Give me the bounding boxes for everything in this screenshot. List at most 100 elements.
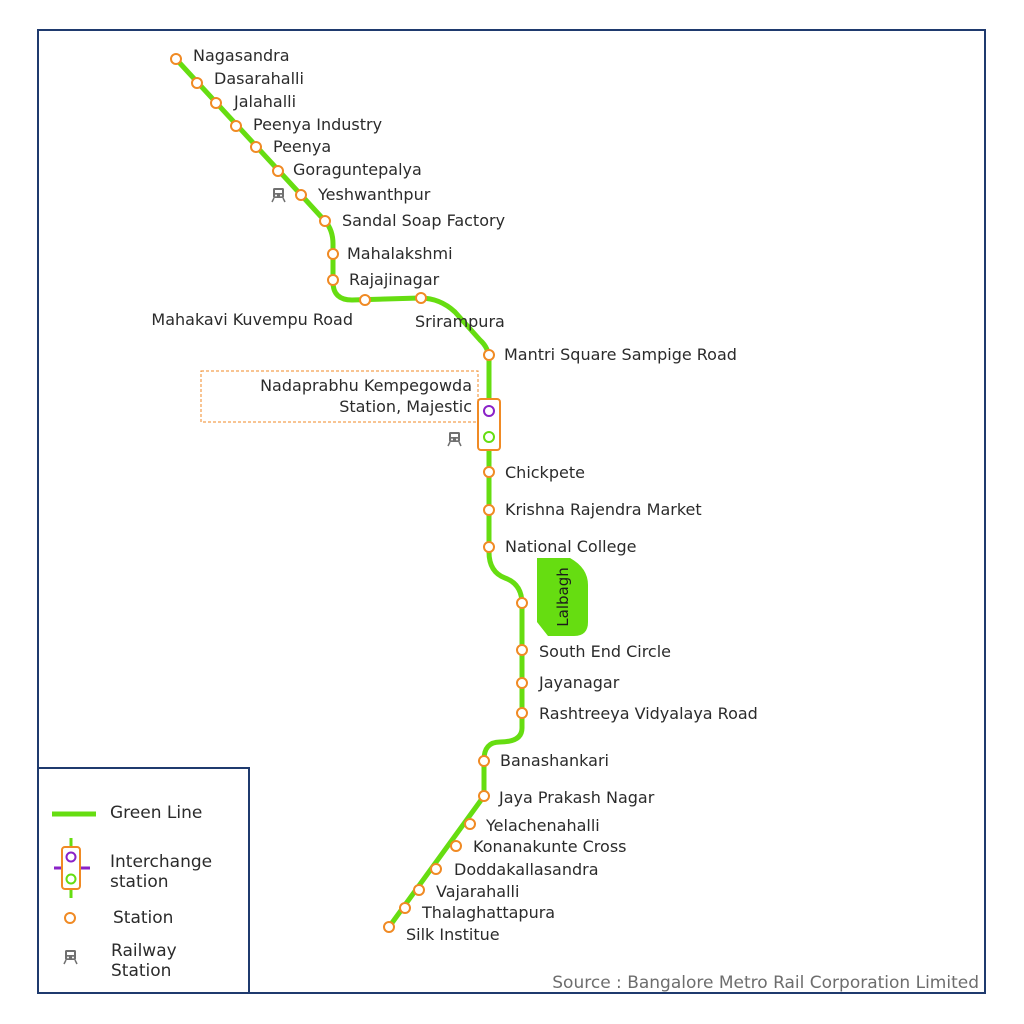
legend-item-railway: Railway Station xyxy=(63,941,177,981)
railway-station-icon xyxy=(63,950,78,965)
station-label: Dasarahalli xyxy=(214,69,304,88)
legend-item-interchange: Interchange station xyxy=(54,838,212,898)
legend-label: Green Line xyxy=(110,803,202,823)
station-marker xyxy=(272,165,284,177)
station-marker xyxy=(295,189,307,201)
station-label: Nagasandra xyxy=(193,46,290,65)
interchange-swatch-purple xyxy=(65,851,77,863)
station-label: Yelachenahalli xyxy=(485,816,600,835)
station-label: Rashtreeya Vidyalaya Road xyxy=(539,704,758,723)
legend: Green Line Interchange station Station R… xyxy=(37,767,250,994)
station-peenya: Peenya xyxy=(250,137,331,156)
legend-item-green-line: Green Line xyxy=(52,803,202,823)
legend-label-line2: Station xyxy=(111,961,171,981)
station-jalahalli: Jalahalli xyxy=(210,92,296,111)
station-doddakallasandra: Doddakallasandra xyxy=(430,860,599,879)
station-label: Thalaghattapura xyxy=(421,903,555,922)
station-thalaghattapura: Thalaghattapura xyxy=(399,902,555,922)
station-marker xyxy=(516,644,528,656)
station-kr-market: Krishna Rajendra Market xyxy=(483,500,702,519)
station-label: Silk Institue xyxy=(406,925,500,944)
station-rv-road: Rashtreeya Vidyalaya Road xyxy=(516,704,758,723)
station-label: Krishna Rajendra Market xyxy=(505,500,702,519)
station-marker xyxy=(399,902,411,914)
station-marker xyxy=(478,755,490,767)
station-label: Jaya Prakash Nagar xyxy=(498,788,655,807)
station-dasarahalli: Dasarahalli xyxy=(191,69,304,89)
map-frame xyxy=(37,29,986,994)
station-chickpete: Chickpete xyxy=(483,463,585,482)
station-marker xyxy=(516,677,528,689)
station-marker xyxy=(430,863,442,875)
station-label-line2: Station, Majestic xyxy=(339,397,472,416)
station-marker xyxy=(250,141,262,153)
station-mahakavi-kuvempu-road: Mahakavi Kuvempu Road xyxy=(151,294,371,329)
station-marker xyxy=(478,790,490,802)
interchange-green-marker xyxy=(483,431,495,443)
station-sandal-soap-factory: Sandal Soap Factory xyxy=(319,211,505,230)
station-yeshwanthpur: Yeshwanthpur xyxy=(271,185,431,204)
station-label: South End Circle xyxy=(539,642,671,661)
station-label: Peenya xyxy=(273,137,331,156)
station-label: Konanakunte Cross xyxy=(473,837,627,856)
station-marker xyxy=(327,274,339,286)
station-label: Jayanagar xyxy=(538,673,620,692)
station-label: Yeshwanthpur xyxy=(317,185,431,204)
station-label: Sandal Soap Factory xyxy=(342,211,505,230)
station-label: Srirampura xyxy=(415,312,505,331)
station-marker xyxy=(415,292,427,304)
station-marker xyxy=(516,597,528,609)
station-lalbagh xyxy=(516,597,528,609)
park-label-lalbagh: Lalbagh xyxy=(554,567,572,626)
station-marker xyxy=(210,97,222,109)
station-marker xyxy=(191,77,203,89)
station-marker xyxy=(483,466,495,478)
station-marker xyxy=(483,349,495,361)
station-konanakunte-cross: Konanakunte Cross xyxy=(450,837,627,856)
interchange-purple-marker xyxy=(483,405,495,417)
station-label: Mahakavi Kuvempu Road xyxy=(151,310,353,329)
legend-label-line1: Railway xyxy=(111,941,177,961)
station-jayanagar: Jayanagar xyxy=(516,673,620,692)
station-majestic-interchange: Nadaprabhu Kempegowda Station, Majestic xyxy=(260,376,501,451)
station-rajajinagar: Rajajinagar xyxy=(327,270,440,289)
majestic-label-box xyxy=(200,370,479,423)
station-marker xyxy=(450,840,462,852)
station-mantri-square: Mantri Square Sampige Road xyxy=(483,345,737,364)
station-south-end-circle: South End Circle xyxy=(516,642,671,661)
station-label: Rajajinagar xyxy=(349,270,440,289)
station-goraguntepalya: Goraguntepalya xyxy=(272,160,422,179)
station-nagasandra: Nagasandra xyxy=(170,46,290,65)
station-yelachenahalli: Yelachenahalli xyxy=(464,816,600,835)
station-banashankari: Banashankari xyxy=(478,751,609,770)
station-label: Jalahalli xyxy=(233,92,296,111)
station-srirampura: Srirampura xyxy=(415,292,505,331)
station-label-line1: Nadaprabhu Kempegowda xyxy=(260,376,472,395)
station-marker xyxy=(319,215,331,227)
legend-label-line2: station xyxy=(110,872,169,892)
station-mahalakshmi: Mahalakshmi xyxy=(327,244,453,263)
legend-label-line1: Interchange xyxy=(110,852,212,872)
station-silk-institue: Silk Institue xyxy=(383,921,500,944)
station-marker xyxy=(230,120,242,132)
station-vajarahalli: Vajarahalli xyxy=(413,882,519,901)
station-national-college: National College xyxy=(483,537,636,556)
legend-label: Station xyxy=(113,908,173,928)
station-label: Chickpete xyxy=(505,463,585,482)
station-peenya-industry: Peenya Industry xyxy=(230,115,382,134)
station-label: Banashankari xyxy=(500,751,609,770)
station-marker xyxy=(516,707,528,719)
legend-item-station: Station xyxy=(64,908,173,928)
source-credit: Source : Bangalore Metro Rail Corporatio… xyxy=(552,973,979,993)
station-label: Goraguntepalya xyxy=(293,160,422,179)
station-marker xyxy=(359,294,371,306)
station-jp-nagar: Jaya Prakash Nagar xyxy=(478,788,655,807)
station-marker xyxy=(170,53,182,65)
station-label: Mantri Square Sampige Road xyxy=(504,345,737,364)
station-label: Doddakallasandra xyxy=(454,860,599,879)
railway-station-icon xyxy=(271,188,286,203)
station-label: Vajarahalli xyxy=(436,882,519,901)
station-marker xyxy=(483,541,495,553)
station-marker xyxy=(464,818,476,830)
